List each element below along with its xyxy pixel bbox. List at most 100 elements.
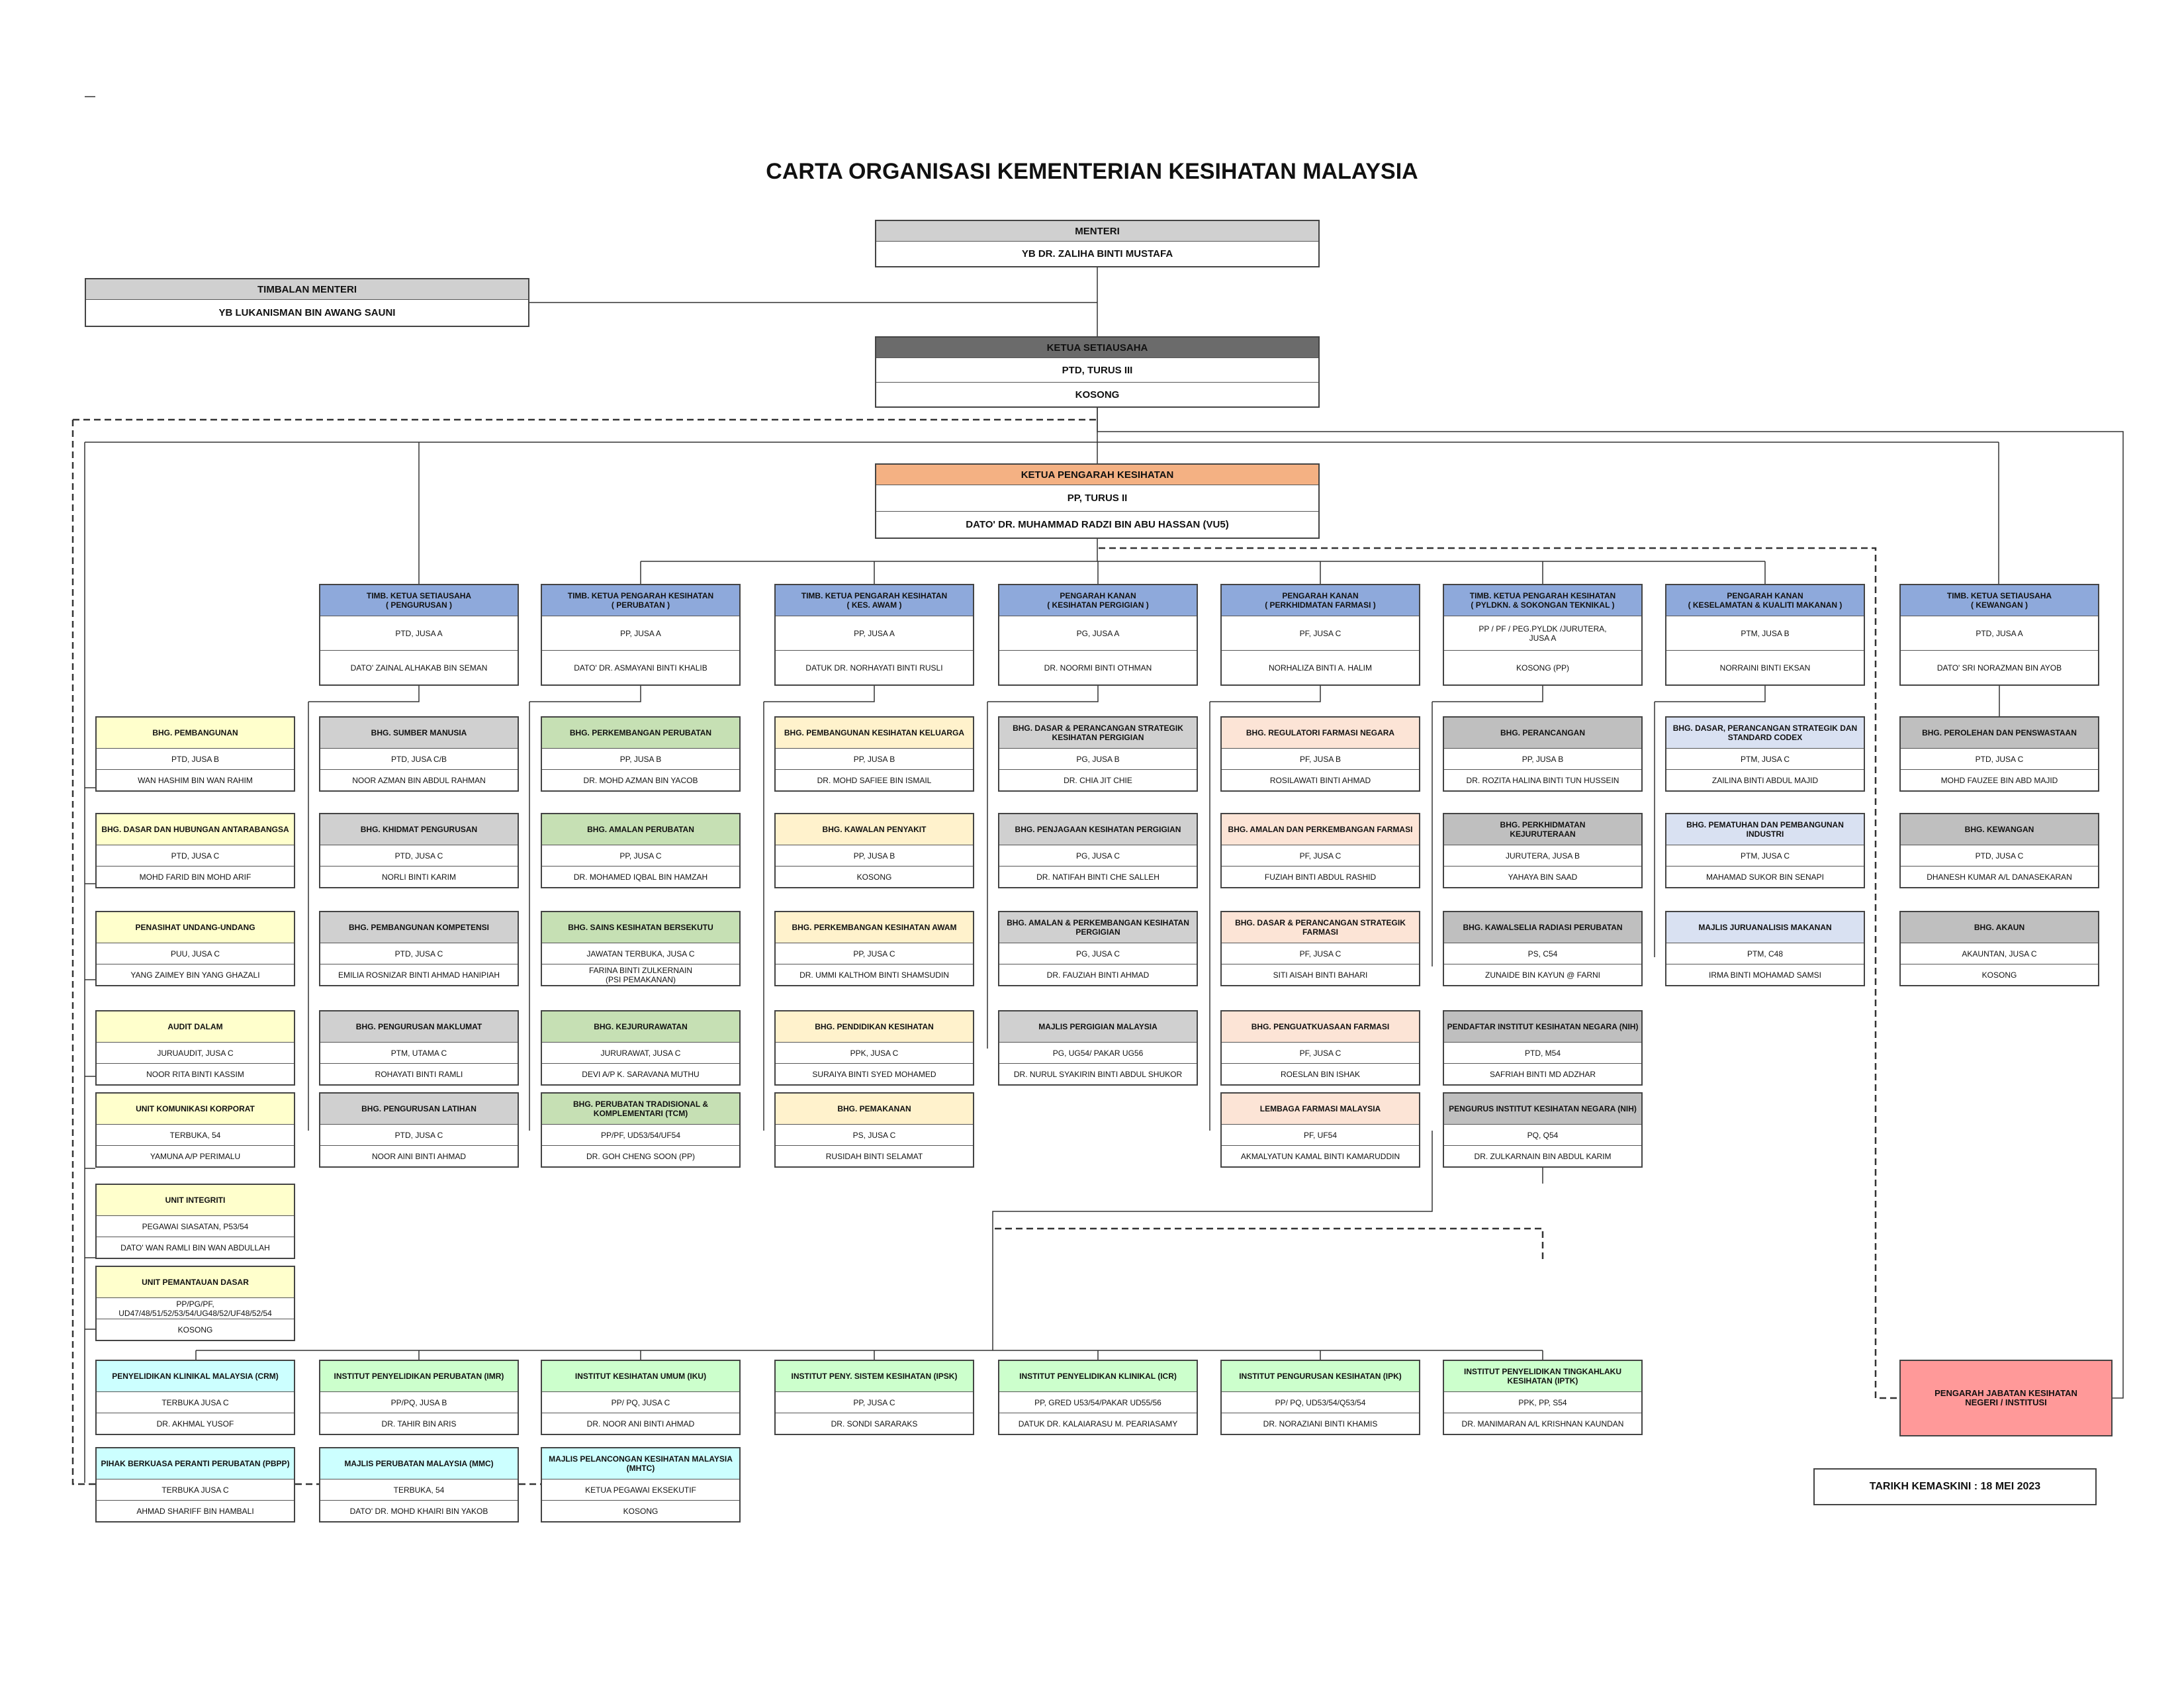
org-box-pbpp: PIHAK BERKUASA PERANTI PERUBATAN (PBPP)T… [95, 1447, 295, 1523]
org-box-inst-iku: INSTITUT KESIHATAN UMUM (IKU)PP/ PQ, JUS… [541, 1360, 741, 1435]
box-grade: PUU, JUSA C [97, 943, 294, 964]
box-name: NOOR RITA BINTI KASSIM [97, 1063, 294, 1084]
box-grade: PTD, JUSA C [1901, 845, 2098, 866]
org-box-pk-farmasi: PENGARAH KANAN ( PERKHIDMATAN FARMASI )P… [1220, 584, 1420, 686]
box-name: DR. MANIMARAN A/L KRISHNAN KAUNDAN [1444, 1413, 1641, 1434]
box-heading: KETUA SETIAUSAHA [876, 338, 1318, 357]
box-grade: PP/PG/PF, UD47/48/51/52/53/54/UG48/52/UF… [97, 1297, 294, 1319]
box-heading: BHG. PEROLEHAN DAN PENSWASTAAN [1901, 718, 2098, 748]
box-grade: PP, JUSA A [776, 616, 973, 650]
sub-hook-1 [529, 686, 641, 702]
box-heading: BHG. KAWALSELIA RADIASI PERUBATAN [1444, 912, 1641, 943]
org-box-c6-4: PENDAFTAR INSTITUT KESIHATAN NEGARA (NIH… [1443, 1010, 1643, 1086]
box-name: ROESLAN BIN ISHAK [1222, 1063, 1419, 1084]
box-name: KOSONG [97, 1319, 294, 1340]
org-box-inst-crm: PENYELIDIKAN KLINIKAL MALAYSIA (CRM)TERB… [95, 1360, 295, 1435]
box-grade: PS, C54 [1444, 943, 1641, 964]
box-grade: PF, JUSA C [1222, 943, 1419, 964]
box-grade: PTD, JUSA A [320, 616, 518, 650]
box-name: SITI AISAH BINTI BAHARI [1222, 964, 1419, 985]
box-heading: PENGARAH KANAN ( KESELAMATAN & KUALITI M… [1666, 585, 1864, 616]
org-box-mhtc: MAJLIS PELANCONGAN KESIHATAN MALAYSIA (M… [541, 1447, 741, 1523]
box-heading: TIMB. KETUA PENGARAH KESIHATAN ( PYLDKN.… [1444, 585, 1641, 616]
box-grade: JURURAWAT, JUSA C [542, 1042, 739, 1063]
org-box-inst-imr: INSTITUT PENYELIDIKAN PERUBATAN (IMR)PP/… [319, 1360, 519, 1435]
box-grade: PP, TURUS II [876, 485, 1318, 511]
box-name: DR. NOOR ANI BINTI AHMAD [542, 1413, 739, 1434]
box-name: DR. AKHMAL YUSOF [97, 1413, 294, 1434]
box-name: DR. MOHD SAFIEE BIN ISMAIL [776, 769, 973, 790]
box-grade: PG, JUSA C [999, 943, 1197, 964]
box-heading: BHG. PENGUATKUASAAN FARMASI [1222, 1011, 1419, 1042]
box-name: DATO' DR. MOHD KHAIRI BIN YAKOB [320, 1500, 518, 1521]
box-grade: PF, UF54 [1222, 1124, 1419, 1145]
box-heading: INSTITUT PENYELIDIKAN KLINIKAL (ICR) [999, 1361, 1197, 1391]
box-heading: PENGARAH JABATAN KESIHATAN NEGERI / INST… [1901, 1361, 2111, 1435]
sub-hook-0 [308, 686, 420, 702]
box-name: DR. CHIA JIT CHIE [999, 769, 1197, 790]
box-name: DR. MOHD AZMAN BIN YACOB [542, 769, 739, 790]
box-grade: PTD, JUSA C [320, 943, 518, 964]
ksu-to-jkn [1097, 408, 2124, 1399]
box-heading: BHG. KHIDMAT PENGURUSAN [320, 814, 518, 845]
box-name: DR. NOORMI BINTI OTHMAN [999, 650, 1197, 684]
box-heading: TIMB. KETUA SETIAUSAHA ( KEWANGAN ) [1901, 585, 2098, 616]
box-name: KOSONG [876, 382, 1318, 406]
box-name: DR. FAUZIAH BINTI AHMAD [999, 964, 1197, 985]
box-name: MAHAMAD SUKOR BIN SENAPI [1666, 866, 1864, 887]
box-grade: PS, JUSA C [776, 1124, 973, 1145]
box-heading: BHG. PEMBANGUNAN KOMPETENSI [320, 912, 518, 943]
box-heading: BHG. PEMBANGUNAN KESIHATAN KELUARGA [776, 718, 973, 748]
left-dashed-spine [71, 420, 95, 1485]
box-name: YB LUKANISMAN BIN AWANG SAUNI [86, 299, 528, 326]
box-name: DR. NURUL SYAKIRIN BINTI ABDUL SHUKOR [999, 1063, 1197, 1084]
box-heading: PENGARAH KANAN ( PERKHIDMATAN FARMASI ) [1222, 585, 1419, 616]
box-heading: BHG. PEMAKANAN [776, 1094, 973, 1124]
org-box-mmc: MAJLIS PERUBATAN MALAYSIA (MMC)TERBUKA, … [319, 1447, 519, 1523]
box-name: DATUK DR. KALAIARASU M. PEARIASAMY [999, 1413, 1197, 1434]
box-grade: TERBUKA, 54 [320, 1479, 518, 1500]
box-name: DR. MOHAMED IQBAL BIN HAMZAH [542, 866, 739, 887]
org-box-tksu-kewangan: TIMB. KETUA SETIAUSAHA ( KEWANGAN )PTD, … [1899, 584, 2099, 686]
box-heading: PENDAFTAR INSTITUT KESIHATAN NEGARA (NIH… [1444, 1011, 1641, 1042]
box-grade: PTD, JUSA C [1901, 748, 2098, 769]
box-name: SURAIYA BINTI SYED MOHAMED [776, 1063, 973, 1084]
box-grade: PTD, JUSA A [1901, 616, 2098, 650]
box-grade: PTM, JUSA C [1666, 845, 1864, 866]
box-name: YANG ZAIMEY BIN YANG GHAZALI [97, 964, 294, 985]
box-heading: BHG. PERKHIDMATAN KEJURUTERAAN [1444, 814, 1641, 845]
box-heading: BHG. KEJURURAWATAN [542, 1011, 739, 1042]
box-name: DATO' SRI NORAZMAN BIN AYOB [1901, 650, 2098, 684]
kpk-to-jkn-dashed [1099, 547, 1899, 1399]
box-grade: TERBUKA JUSA C [97, 1479, 294, 1500]
box-name: DR. ZULKARNAIN BIN ABDUL KARIM [1444, 1145, 1641, 1166]
box-heading: BHG. PENGURUSAN MAKLUMAT [320, 1011, 518, 1042]
chart-title: CARTA ORGANISASI KEMENTERIAN KESIHATAN M… [766, 159, 1418, 184]
box-heading: MAJLIS PERUBATAN MALAYSIA (MMC) [320, 1448, 518, 1479]
box-name: NOOR AINI BINTI AHMAD [320, 1145, 518, 1166]
box-grade: PG, JUSA B [999, 748, 1197, 769]
box-grade: PTD, M54 [1444, 1042, 1641, 1063]
org-box-c7-1: BHG. DASAR, PERANCANGAN STRATEGIK DAN ST… [1665, 716, 1865, 792]
box-heading: BHG. PENDIDIKAN KESIHATAN [776, 1011, 973, 1042]
box-grade: PTD, JUSA B [97, 748, 294, 769]
org-box-inst-iptk: INSTITUT PENYELIDIKAN TINGKAHLAKU KESIHA… [1443, 1360, 1643, 1435]
box-name: ROSILAWATI BINTI AHMAD [1222, 769, 1419, 790]
box-name: AHMAD SHARIFF BIN HAMBALI [97, 1500, 294, 1521]
box-heading: BHG. DASAR DAN HUBUNGAN ANTARABANGSA [97, 814, 294, 845]
box-heading: BHG. AMALAN DAN PERKEMBANGAN FARMASI [1222, 814, 1419, 845]
